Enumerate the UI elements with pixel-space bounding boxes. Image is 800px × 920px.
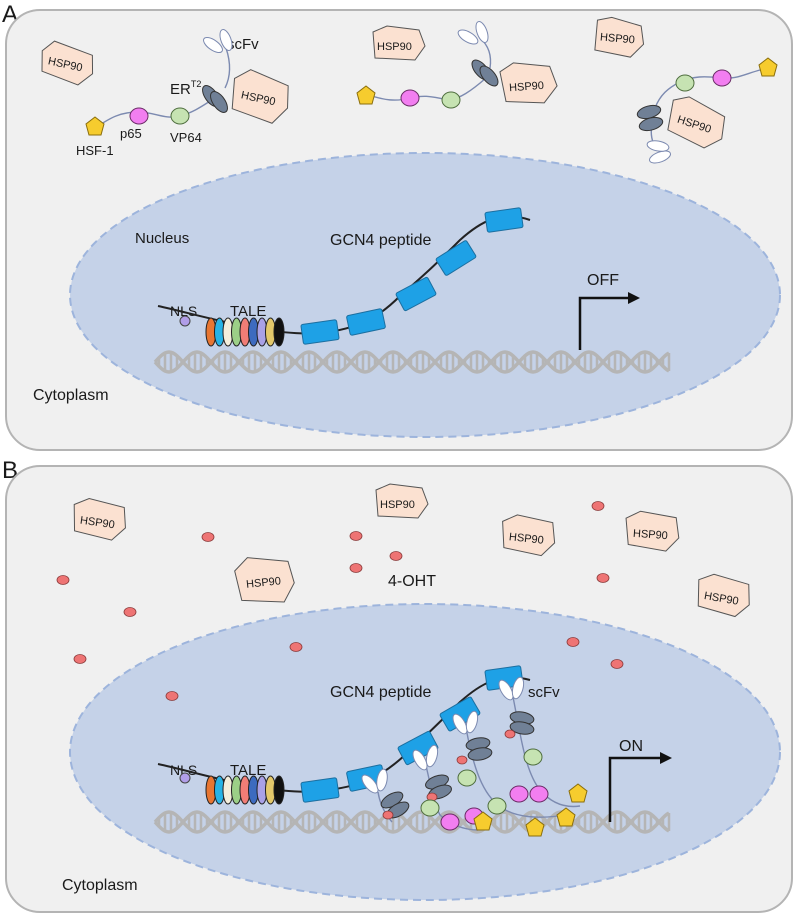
dna-strand (153, 350, 670, 374)
panel-a-nls-domain (179, 315, 191, 327)
panel-b-on-label: ON (619, 738, 643, 755)
panel-b-hsp90: HSP90 (625, 510, 680, 552)
panel-a-scfv-label: scFv (227, 36, 259, 53)
panel-a-vp64-domain (675, 74, 695, 92)
svg-text:HSP90: HSP90 (599, 31, 635, 46)
panel-a-hsf1-domain (758, 57, 778, 77)
panel-b-hsp90: HSP90 (697, 573, 750, 618)
panel-b-dna (153, 810, 671, 834)
panel-a-er-domain (479, 65, 499, 87)
panel-a-off-label: OFF (587, 272, 619, 289)
panel-a-hsf1-domain (85, 116, 105, 136)
panel-a-activator-linker (94, 97, 216, 129)
panel-a-hsf1-domain (356, 85, 376, 105)
tale-repeat (273, 317, 285, 347)
panel-a-hsp90: HSP90 (372, 25, 426, 61)
panel-b-cytoplasm-label: Cytoplasm (62, 877, 138, 894)
panel-b-tale-label: TALE (230, 762, 266, 779)
panel-a-hsf1-label: HSF-1 (76, 143, 114, 158)
panel-a-hsp90: HSP90 (667, 96, 726, 149)
panel-a-gcn4-block (395, 276, 437, 312)
svg-text:HSP90: HSP90 (633, 528, 669, 542)
panel-a-gcn4-label: GCN4 peptide (330, 232, 431, 249)
panel-a-er-domain (210, 91, 228, 113)
dna-strand (153, 350, 670, 374)
panel-b-tale-repeats (205, 775, 285, 805)
panel-a-scfv-linker (224, 47, 231, 89)
panel-a-scfv (203, 29, 233, 54)
panel-a-p65-domain (400, 89, 420, 107)
panel-a-tale-label: TALE (230, 303, 266, 320)
dna-strand (153, 810, 670, 834)
panel-a-cytoplasm-label: Cytoplasm (33, 387, 109, 404)
svg-text:HSP90: HSP90 (246, 575, 282, 591)
panel-a-vp64-domain (170, 107, 190, 125)
panel-b-free-drug (56, 501, 624, 701)
panel-b-er-domains (380, 711, 535, 819)
panel-a-gcn4-block (484, 207, 524, 233)
panel-a-er-domain (638, 116, 664, 132)
svg-text:HSP90: HSP90 (377, 41, 412, 53)
panel-b-hsp90: HSP90 (375, 483, 429, 519)
panel-a-gcn4-block (435, 240, 477, 276)
svg-text:HSP90: HSP90 (509, 80, 545, 94)
svg-text:HSP90: HSP90 (703, 590, 739, 608)
panel-a-scfv (457, 21, 489, 45)
panel-b-scfv-label: scFv (528, 684, 560, 701)
svg-text:HSP90: HSP90 (380, 499, 415, 511)
tale-repeat (273, 775, 285, 805)
panel-a-hsp90: HSP90 (41, 40, 94, 86)
dna-strand (153, 810, 670, 834)
svg-text:HSP90: HSP90 (508, 531, 544, 547)
panel-b-gcn4-block (300, 777, 340, 803)
panel-a-scfv (646, 140, 671, 164)
panel-a-p65-label: p65 (120, 126, 142, 141)
panel-b-hsf1-domains (473, 783, 588, 837)
panel-a-gcn4-block (300, 319, 340, 345)
panel-a-er-label: ERT2 (170, 79, 201, 98)
panel-a-off-arrow (578, 292, 640, 350)
panel-b: B Cytoplasm 4-OHT GCN4 peptide scFv NLS … (2, 457, 793, 913)
panel-a-p65-domain (129, 107, 149, 125)
panel-b-hsp90: HSP90 (73, 498, 126, 541)
panel-b-scfv-group (361, 676, 525, 794)
panel-b-gcn4-label: GCN4 peptide (330, 684, 431, 701)
svg-text:HSP90: HSP90 (79, 515, 115, 532)
panel-b-drug-label: 4-OHT (388, 573, 436, 590)
panel-a-activator-linker (367, 77, 487, 101)
panel-b-on-arrow (608, 752, 672, 822)
panel-b-vp64-domains (420, 748, 543, 817)
panel-b-hsp90: HSP90 (502, 514, 556, 557)
panel-b-hsp90: HSP90 (234, 557, 295, 603)
panel-a-tale-repeats (205, 317, 285, 347)
panel-a-dna (153, 350, 671, 374)
panel-a: A Nucleus Cytoplasm GCN4 peptide NLS TAL… (2, 1, 793, 451)
panel-a-nucleus-label: Nucleus (135, 230, 189, 247)
panel-a-p65-domain (712, 69, 732, 87)
panel-a-hsp90: HSP90 (231, 69, 289, 124)
panel-a-hsp90: HSP90 (594, 16, 645, 58)
panel-a-gcn4-block (346, 308, 386, 336)
panel-a-activator-linker (654, 69, 761, 109)
panel-b-nls-domain (179, 772, 191, 784)
panel-a-hsp90: HSP90 (499, 62, 558, 104)
panel-a-vp64-label: VP64 (170, 130, 202, 145)
panel-a-vp64-domain (441, 91, 461, 109)
